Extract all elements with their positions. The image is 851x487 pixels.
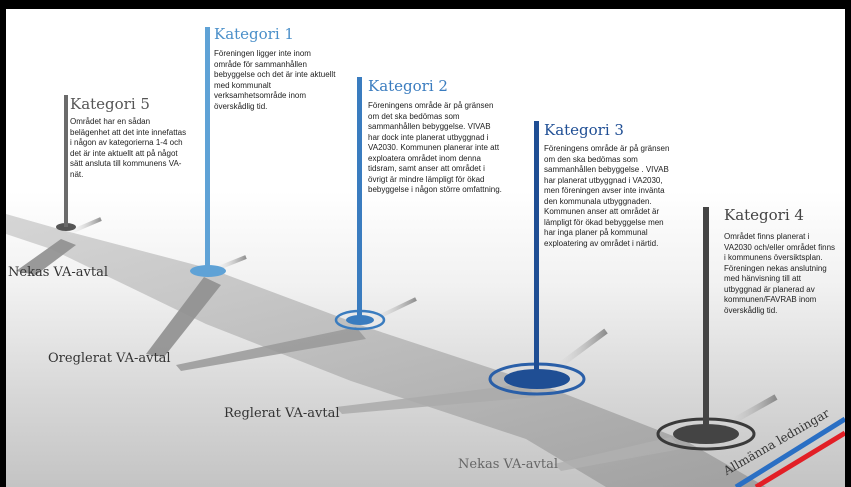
pipe-blue bbox=[734, 416, 845, 487]
category-3: Kategori 3 Föreningens område är på grän… bbox=[544, 121, 676, 249]
pole-kat5 bbox=[64, 95, 68, 227]
category-2: Kategori 2 Föreningens område är på grän… bbox=[368, 77, 504, 196]
category-1: Kategori 1 Föreningen ligger inte inom o… bbox=[214, 25, 336, 112]
branch-reglerat bbox=[336, 384, 536, 414]
shadow-kat5 bbox=[65, 217, 102, 236]
shadow-kat3 bbox=[542, 328, 608, 380]
label-reglerat: Reglerat VA-avtal bbox=[224, 406, 340, 421]
branch-oreglerat-upper bbox=[146, 277, 221, 357]
category-2-title: Kategori 2 bbox=[368, 77, 448, 95]
branch-nekas-top bbox=[16, 239, 76, 275]
diagram-frame: Kategori 5 Området har en sådan belägenh… bbox=[6, 9, 845, 487]
category-5-text: Området har en sådan belägenhet att det … bbox=[70, 117, 187, 179]
road-scene bbox=[6, 27, 845, 487]
branch-oreglerat-lower bbox=[176, 327, 366, 371]
pole-kat1 bbox=[205, 27, 210, 271]
category-2-text: Föreningens område är på gränsen om det … bbox=[368, 101, 502, 194]
category-5-title: Kategori 5 bbox=[70, 95, 150, 113]
category-4-title: Kategori 4 bbox=[724, 206, 804, 224]
category-1-text: Föreningen ligger inte inom område för s… bbox=[214, 49, 336, 111]
category-5: Kategori 5 Området har en sådan belägenh… bbox=[70, 95, 190, 180]
pole-kat3 bbox=[534, 121, 539, 379]
label-nekas-top: Nekas VA-avtal bbox=[8, 265, 109, 280]
category-4-text: Området finns planerat i VA2030 och/elle… bbox=[724, 232, 836, 315]
category-1-title: Kategori 1 bbox=[214, 25, 294, 43]
category-3-title: Kategori 3 bbox=[544, 121, 624, 139]
label-oreglerat: Oreglerat VA-avtal bbox=[48, 351, 171, 366]
branch-nekas-bottom bbox=[554, 437, 681, 471]
label-nekas-bottom: Nekas VA-avtal bbox=[458, 457, 559, 472]
category-4: Kategori 4 Området finns planerat i VA20… bbox=[724, 206, 836, 316]
pole-kat2 bbox=[357, 77, 362, 320]
pipe-red bbox=[754, 430, 845, 487]
pole-kat4 bbox=[703, 207, 709, 434]
main-road bbox=[6, 214, 766, 487]
category-3-text: Föreningens område är på gränsen om den … bbox=[544, 144, 670, 248]
